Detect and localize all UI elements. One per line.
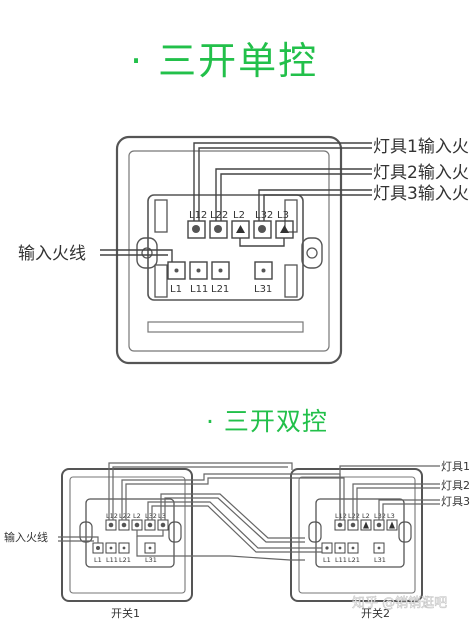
switch-1: L12 L22 L2 L32 L3 L1 L11 L21 L31 [61, 468, 193, 602]
s1-label-L12: L12 [106, 512, 118, 520]
terminal-label-L21: L21 [211, 284, 229, 295]
s1-label-L22: L22 [119, 512, 131, 520]
lamp2-label: 灯具2 [441, 479, 470, 492]
lamp2-input-label: 灯具2输入火 [373, 163, 469, 183]
s2-label-L11: L11 [335, 556, 347, 564]
terminal-label-L11: L11 [190, 284, 208, 295]
s1-label-L11: L11 [106, 556, 118, 564]
s1-label-L3: L3 [158, 512, 166, 520]
s2-label-L22: L22 [348, 512, 360, 520]
s2-label-L2: L2 [362, 512, 370, 520]
title-single-control: · 三开单控 [130, 39, 319, 83]
s2-label-L1: L1 [323, 556, 331, 564]
input-live-wire-label-2: 输入火线 [4, 530, 48, 544]
watermark: 知乎 @销销逛吧 [352, 595, 447, 611]
s2-label-L12: L12 [335, 512, 347, 520]
s2-label-L32: L32 [374, 512, 386, 520]
terminal-label-L31: L31 [254, 284, 272, 295]
terminal-label-L12: L12 [189, 210, 207, 221]
lamp3-input-label: 灯具3输入火 [373, 184, 469, 204]
terminal-label-L3: L3 [277, 210, 289, 221]
s2-label-L31: L31 [374, 556, 386, 564]
switch-2-label: 开关2 [361, 606, 390, 620]
s1-label-L1: L1 [94, 556, 102, 564]
terminal-label-L2: L2 [233, 210, 245, 221]
interconnect-wires [58, 462, 440, 561]
title-double-control: · 三开双控 [206, 407, 328, 436]
input-live-wire-label: 输入火线 [18, 244, 86, 264]
terminal-label-L22: L22 [210, 210, 228, 221]
switch-single-control: L12 L22 L2 L32 L3 L1 L11 L21 L31 [18, 135, 469, 365]
switch-1-label: 开关1 [111, 606, 140, 620]
lamp1-label: 灯具1 [441, 460, 470, 473]
lamp3-label: 灯具3 [441, 495, 470, 508]
switch-2: L12 L22 L2 L32 L3 L1 L11 L21 L31 [290, 468, 423, 602]
terminal-label-L1: L1 [170, 284, 182, 295]
s1-label-L32: L32 [145, 512, 157, 520]
lamp1-input-label: 灯具1输入火 [373, 137, 469, 157]
s1-label-L2: L2 [133, 512, 141, 520]
s2-label-L3: L3 [387, 512, 395, 520]
s1-label-L31: L31 [145, 556, 157, 564]
s2-label-L21: L21 [348, 556, 360, 564]
s1-label-L21: L21 [119, 556, 131, 564]
